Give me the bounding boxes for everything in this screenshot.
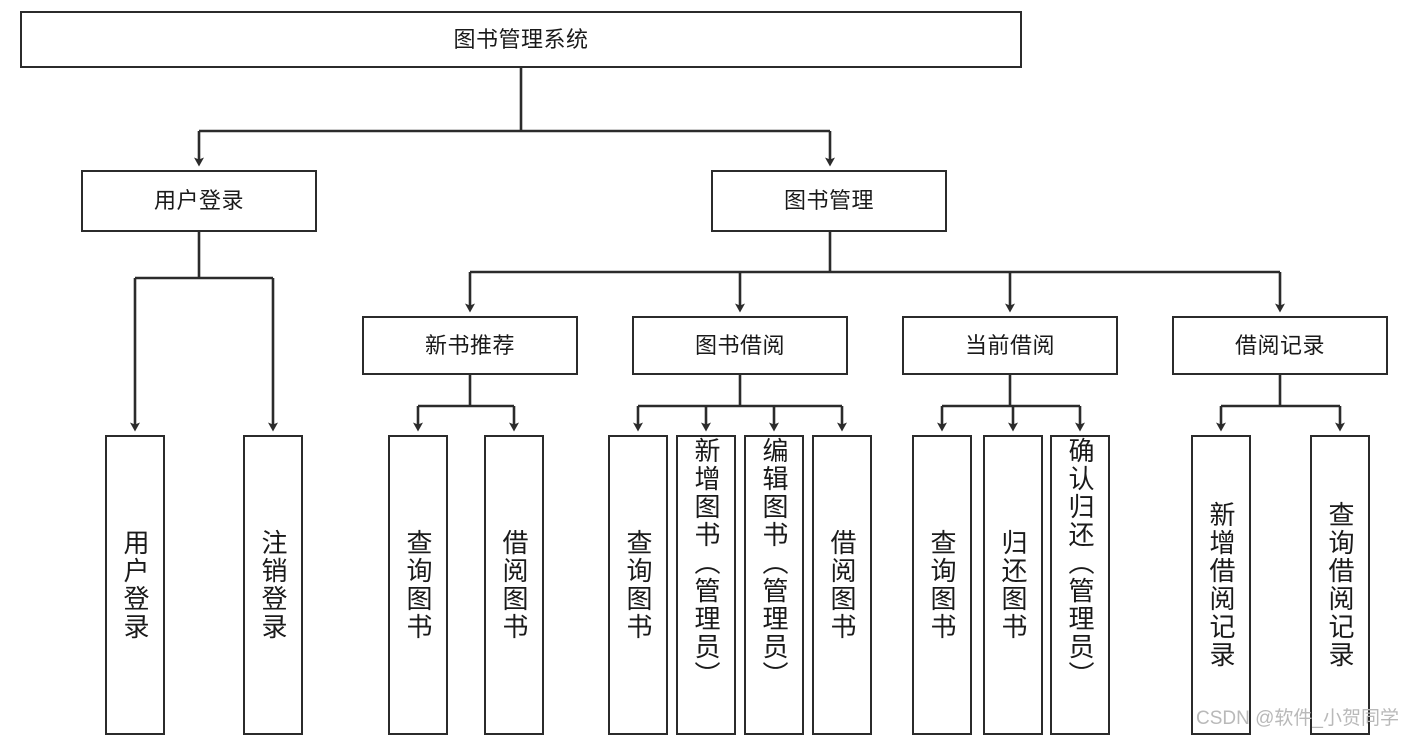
node-current-borrow-label: 当前借阅 xyxy=(964,332,1055,358)
node-current-borrow[interactable]: 当前借阅 xyxy=(902,316,1118,375)
leaf-user-login-label: 用户登录 xyxy=(120,529,151,641)
leaf-query-book-3-label: 查询图书 xyxy=(927,529,958,641)
leaf-query-book-3[interactable]: 查询图书 xyxy=(912,435,972,735)
leaf-user-login[interactable]: 用户登录 xyxy=(105,435,165,735)
leaf-query-book-2[interactable]: 查询图书 xyxy=(608,435,668,735)
leaf-add-record-label: 新增借阅记录 xyxy=(1206,501,1237,669)
leaf-query-book-1[interactable]: 查询图书 xyxy=(388,435,448,735)
node-borrow-record-label: 借阅记录 xyxy=(1234,332,1325,358)
node-user-login[interactable]: 用户登录 xyxy=(81,170,317,232)
node-book-borrow-label: 图书借阅 xyxy=(694,332,785,358)
leaf-logout[interactable]: 注销登录 xyxy=(243,435,303,735)
node-new-book-recommend[interactable]: 新书推荐 xyxy=(362,316,578,375)
leaf-add-book[interactable]: 新增图书（管理员） xyxy=(676,435,736,735)
node-root-label: 图书管理系统 xyxy=(453,26,589,52)
leaf-confirm-return-label: 确认归还（管理员） xyxy=(1065,437,1096,689)
leaf-query-record[interactable]: 查询借阅记录 xyxy=(1310,435,1370,735)
leaf-query-book-2-label: 查询图书 xyxy=(623,529,654,641)
node-book-borrow[interactable]: 图书借阅 xyxy=(632,316,848,375)
leaf-borrow-book-1[interactable]: 借阅图书 xyxy=(484,435,544,735)
leaf-add-book-label: 新增图书（管理员） xyxy=(691,437,722,689)
leaf-query-book-1-label: 查询图书 xyxy=(403,529,434,641)
leaf-edit-book-label: 编辑图书（管理员） xyxy=(759,437,790,689)
node-user-login-label: 用户登录 xyxy=(153,188,244,213)
node-book-manage[interactable]: 图书管理 xyxy=(711,170,947,232)
leaf-borrow-book-1-label: 借阅图书 xyxy=(499,529,530,641)
node-book-manage-label: 图书管理 xyxy=(783,188,874,213)
leaf-logout-label: 注销登录 xyxy=(258,529,289,641)
leaf-return-book[interactable]: 归还图书 xyxy=(983,435,1043,735)
leaf-return-book-label: 归还图书 xyxy=(998,529,1029,641)
leaf-add-record[interactable]: 新增借阅记录 xyxy=(1191,435,1251,735)
leaf-borrow-book-2-label: 借阅图书 xyxy=(827,529,858,641)
leaf-borrow-book-2[interactable]: 借阅图书 xyxy=(812,435,872,735)
node-root[interactable]: 图书管理系统 xyxy=(20,11,1022,68)
watermark: CSDN @软件_小贺同学 xyxy=(1196,708,1399,729)
leaf-query-record-label: 查询借阅记录 xyxy=(1325,501,1356,669)
node-new-book-recommend-label: 新书推荐 xyxy=(424,332,515,358)
leaf-edit-book[interactable]: 编辑图书（管理员） xyxy=(744,435,804,735)
node-borrow-record[interactable]: 借阅记录 xyxy=(1172,316,1388,375)
leaf-confirm-return[interactable]: 确认归还（管理员） xyxy=(1050,435,1110,735)
